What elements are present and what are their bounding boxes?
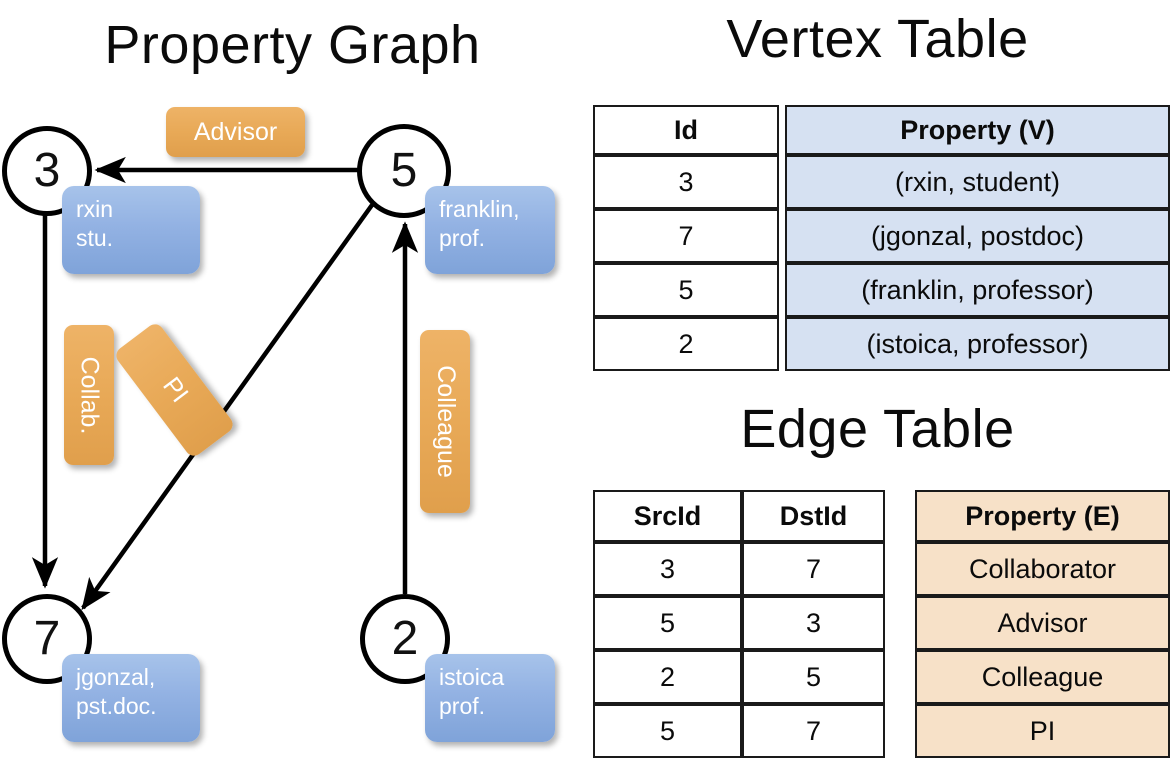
table-row[interactable]: 2 (istoica, professor) bbox=[593, 317, 1170, 371]
edge-table-column-gap bbox=[885, 650, 915, 704]
vertex-role-3: stu. bbox=[76, 225, 114, 252]
vertex-property-box-2[interactable]: istoica prof. bbox=[425, 654, 555, 742]
vertex-row-1-id: 7 bbox=[593, 209, 779, 263]
edge-table-header-property: Property (E) bbox=[915, 490, 1170, 542]
edge-row-2-src: 2 bbox=[593, 650, 742, 704]
edge-label-collab-text: Collab. bbox=[75, 356, 104, 434]
graph-node-2[interactable]: 2 bbox=[360, 594, 450, 684]
edge-label-colleague[interactable]: Colleague bbox=[420, 330, 470, 513]
table-row[interactable]: 5 7 PI bbox=[593, 704, 1170, 758]
table-row[interactable]: 3 7 Collaborator bbox=[593, 542, 1170, 596]
edge-row-2-dst: 5 bbox=[742, 650, 885, 704]
vertex-table-header-row: Id Property (V) bbox=[593, 105, 1170, 155]
vertex-row-0-id: 3 bbox=[593, 155, 779, 209]
vertex-property-box-3[interactable]: rxin stu. bbox=[62, 186, 200, 274]
table-row[interactable]: 5 (franklin, professor) bbox=[593, 263, 1170, 317]
graph-node-5[interactable]: 5 bbox=[357, 124, 451, 218]
page-title-property-graph: Property Graph bbox=[104, 15, 481, 75]
vertex-name-7: jgonzal, bbox=[76, 664, 156, 690]
vertex-row-0-property: (rxin, student) bbox=[785, 155, 1170, 209]
edge-table-column-gap bbox=[885, 542, 915, 596]
edge-label-advisor[interactable]: Advisor bbox=[166, 107, 305, 157]
vertex-name-3: rxin bbox=[76, 196, 114, 222]
vertex-role-2: prof. bbox=[439, 693, 486, 720]
vertex-row-3-id: 2 bbox=[593, 317, 779, 371]
edge-row-3-dst: 7 bbox=[742, 704, 885, 758]
vertex-name-5: franklin, bbox=[439, 196, 520, 222]
edge-label-collab[interactable]: Collab. bbox=[64, 325, 114, 465]
edge-table-header-row: SrcId DstId Property (E) bbox=[593, 490, 1170, 542]
vertex-table-header-id: Id bbox=[593, 105, 779, 155]
edge-table-column-gap bbox=[885, 704, 915, 758]
vertex-role-5: prof. bbox=[439, 225, 486, 252]
edge-row-1-src: 5 bbox=[593, 596, 742, 650]
edge-table-column-gap bbox=[885, 490, 915, 542]
edge-table: SrcId DstId Property (E) 3 7 Collaborato… bbox=[593, 490, 1170, 758]
edge-row-2-property: Colleague bbox=[915, 650, 1170, 704]
edge-row-0-src: 3 bbox=[593, 542, 742, 596]
edge-row-1-property: Advisor bbox=[915, 596, 1170, 650]
table-row[interactable]: 7 (jgonzal, postdoc) bbox=[593, 209, 1170, 263]
vertex-role-7: pst.doc. bbox=[76, 693, 157, 720]
vertex-row-2-id: 5 bbox=[593, 263, 779, 317]
vertex-row-2-property: (franklin, professor) bbox=[785, 263, 1170, 317]
edge-row-0-property: Collaborator bbox=[915, 542, 1170, 596]
page-title-vertex-table: Vertex Table bbox=[726, 9, 1029, 69]
table-row[interactable]: 3 (rxin, student) bbox=[593, 155, 1170, 209]
vertex-property-box-5[interactable]: franklin, prof. bbox=[425, 186, 555, 274]
edge-5-to-7 bbox=[81, 203, 374, 611]
edge-label-advisor-text: Advisor bbox=[193, 117, 278, 146]
table-row[interactable]: 2 5 Colleague bbox=[593, 650, 1170, 704]
vertex-property-box-7[interactable]: jgonzal, pst.doc. bbox=[62, 654, 200, 742]
vertex-row-1-property: (jgonzal, postdoc) bbox=[785, 209, 1170, 263]
edge-row-1-dst: 3 bbox=[742, 596, 885, 650]
property-graph-diagram: 3 5 7 2 rxin stu. franklin, prof. jgonza… bbox=[2, 107, 555, 742]
vertex-name-2: istoica bbox=[439, 664, 505, 690]
edge-row-0-dst: 7 bbox=[742, 542, 885, 596]
edge-table-column-gap bbox=[885, 596, 915, 650]
edge-table-header-dstid: DstId bbox=[742, 490, 885, 542]
table-row[interactable]: 5 3 Advisor bbox=[593, 596, 1170, 650]
edge-table-header-srcid: SrcId bbox=[593, 490, 742, 542]
edge-row-3-src: 5 bbox=[593, 704, 742, 758]
page-title-edge-table: Edge Table bbox=[740, 399, 1015, 459]
graph-edge-arrows bbox=[31, 156, 419, 611]
edge-row-3-property: PI bbox=[915, 704, 1170, 758]
vertex-table-header-property: Property (V) bbox=[785, 105, 1170, 155]
edge-label-colleague-text: Colleague bbox=[431, 365, 460, 478]
edge-label-pi-text: PI bbox=[156, 371, 194, 408]
vertex-table: Id Property (V) 3 (rxin, student) 7 (jgo… bbox=[593, 105, 1170, 371]
vertex-row-3-property: (istoica, professor) bbox=[785, 317, 1170, 371]
